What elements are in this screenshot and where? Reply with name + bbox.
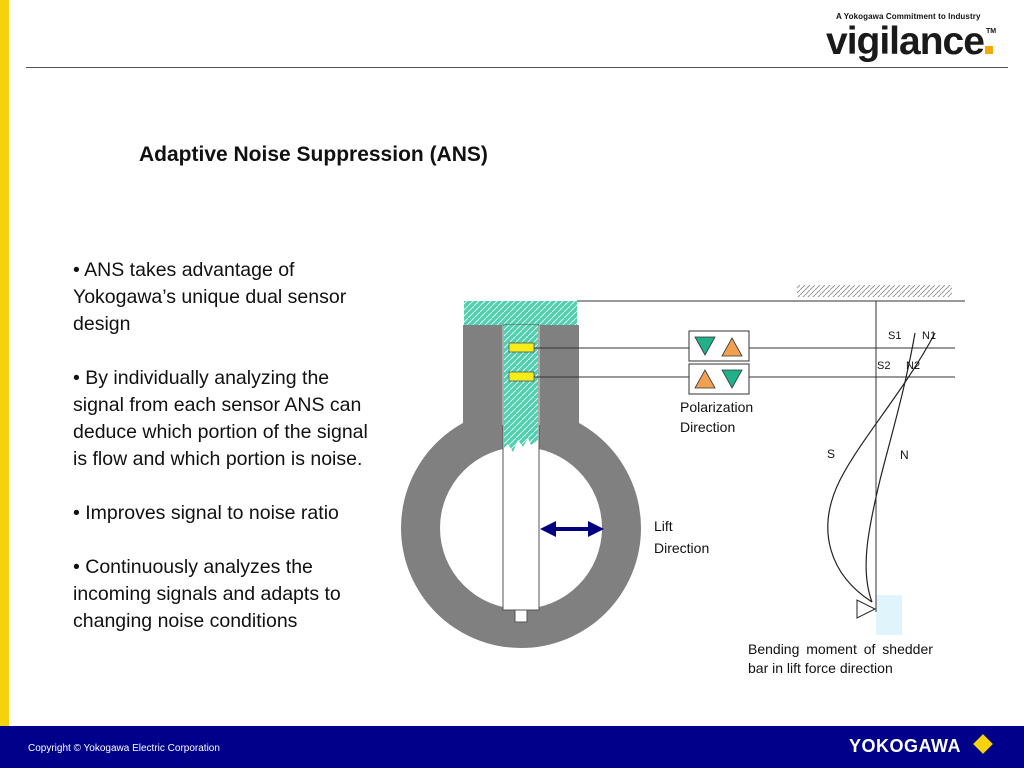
polarization-box-2 — [688, 363, 750, 395]
yokogawa-diamond-icon — [973, 734, 993, 754]
noise-curve — [865, 332, 916, 603]
logo-dot — [984, 46, 993, 54]
label-n: N — [900, 448, 909, 462]
signal-curve — [827, 332, 936, 603]
left-accent-bar — [0, 0, 9, 726]
yokogawa-logo: YOKOGAWA — [849, 736, 962, 756]
polarization-box-1 — [688, 330, 750, 362]
label-s2: S2 — [877, 360, 891, 372]
label-n1: N1 — [922, 330, 937, 342]
caption-line1: Bending moment of shedder — [748, 641, 933, 657]
bar-tip — [514, 609, 528, 623]
logo-tagline: A Yokogawa Commitment to Industry — [836, 12, 981, 21]
header-divider — [26, 67, 1008, 68]
vigilance-logo: vigilance — [826, 20, 993, 64]
footer-bar: Copyright © Yokogawa Electric Corporatio… — [0, 726, 1024, 768]
copyright-text: Copyright © Yokogawa Electric Corporatio… — [28, 743, 220, 754]
bullet-item: • Improves signal to noise ratio — [73, 502, 339, 524]
bending-moment-caption: Bending moment of shedder bar in lift for… — [748, 640, 933, 678]
bullet-item: • By individually analyzing the signal f… — [73, 367, 368, 470]
bullet-list: • ANS takes advantage of Yokogawa’s uniq… — [73, 257, 383, 662]
trademark-mark: TM — [986, 28, 997, 35]
lift-label-line1: Lift — [654, 518, 673, 534]
bullet-item: • Continuously analyzes the incoming sig… — [73, 556, 341, 632]
polarization-label-line2: Direction — [680, 419, 736, 435]
label-s: S — [827, 447, 836, 461]
pivot-marker — [856, 599, 877, 619]
bullet-item: • ANS takes advantage of Yokogawa’s uniq… — [73, 259, 347, 335]
lift-label-line2: Direction — [654, 540, 710, 556]
highlight-box — [876, 595, 902, 635]
sensor-diagram — [401, 285, 965, 648]
label-s1: S1 — [888, 330, 902, 342]
sensor-cap — [464, 301, 577, 325]
label-n2: N2 — [906, 360, 921, 372]
polarization-label-line1: Polarization — [680, 399, 754, 415]
sensor-element-1 — [508, 342, 535, 353]
fixed-support — [797, 285, 952, 297]
sensor-fill — [504, 325, 538, 452]
caption-line2: bar in lift force direction — [748, 660, 893, 676]
slide-title: Adaptive Noise Suppression (ANS) — [139, 143, 488, 166]
logo-text: vigilance — [826, 20, 985, 63]
lift-arrow — [540, 521, 604, 537]
sensor-element-2 — [508, 371, 535, 382]
